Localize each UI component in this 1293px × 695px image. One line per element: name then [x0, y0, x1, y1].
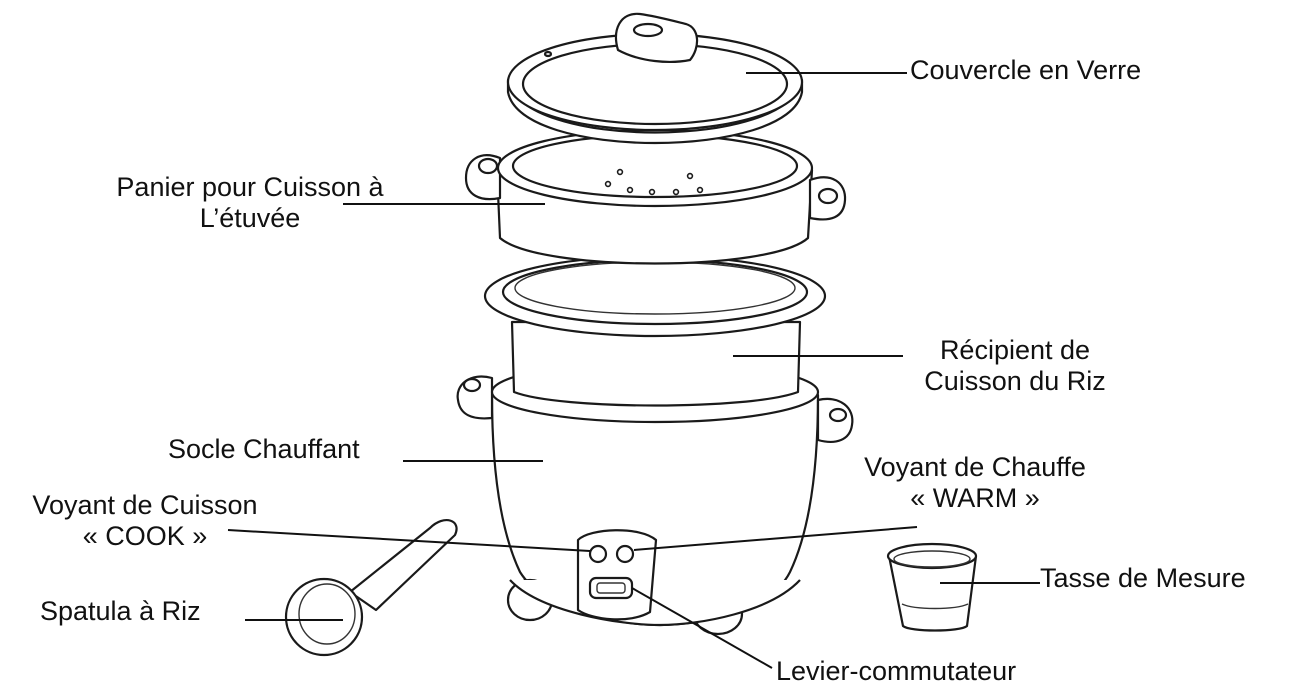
- label-cook-line1: Voyant de Cuisson: [32, 490, 258, 520]
- label-rice-bowl: Récipient de Cuisson du Riz: [880, 335, 1150, 397]
- leader-cook: [227, 529, 591, 552]
- label-switch-lever: Levier-commutateur: [776, 656, 1017, 686]
- rice-spatula: [284, 519, 458, 657]
- label-measuring-cup: Tasse de Mesure: [1040, 563, 1246, 593]
- leader-warm: [633, 526, 918, 551]
- label-steamer-line2: L’étuvée: [199, 203, 301, 233]
- leader-lines: [227, 72, 1040, 669]
- label-steamer-basket: Panier pour Cuisson à L’étuvée: [82, 172, 418, 234]
- label-warm-line2: « WARM »: [910, 483, 1040, 513]
- rice-bowl: [483, 254, 827, 407]
- label-steamer-line1: Panier pour Cuisson à: [116, 172, 384, 202]
- label-cook-line2: « COOK »: [82, 521, 208, 551]
- control-panel: [576, 529, 658, 621]
- label-bowl-line2: Cuisson du Riz: [924, 366, 1106, 396]
- label-warm-line1: Voyant de Chauffe: [864, 452, 1086, 482]
- warm-indicator-light: [615, 544, 635, 564]
- label-warm-light: Voyant de Chauffe « WARM »: [840, 452, 1110, 514]
- label-heating-base: Socle Chauffant: [168, 434, 360, 464]
- steamer-basket: [464, 128, 847, 265]
- label-rice-spatula: Spatula à Riz: [40, 596, 201, 626]
- label-cook-light: Voyant de Cuisson « COOK »: [0, 490, 290, 552]
- glass-lid: [506, 12, 804, 144]
- label-glass-lid: Couvercle en Verre: [910, 55, 1142, 85]
- label-bowl-line1: Récipient de: [939, 335, 1091, 365]
- leader-lever: [631, 587, 773, 669]
- measuring-cup: [886, 542, 978, 632]
- cook-indicator-light: [588, 544, 608, 564]
